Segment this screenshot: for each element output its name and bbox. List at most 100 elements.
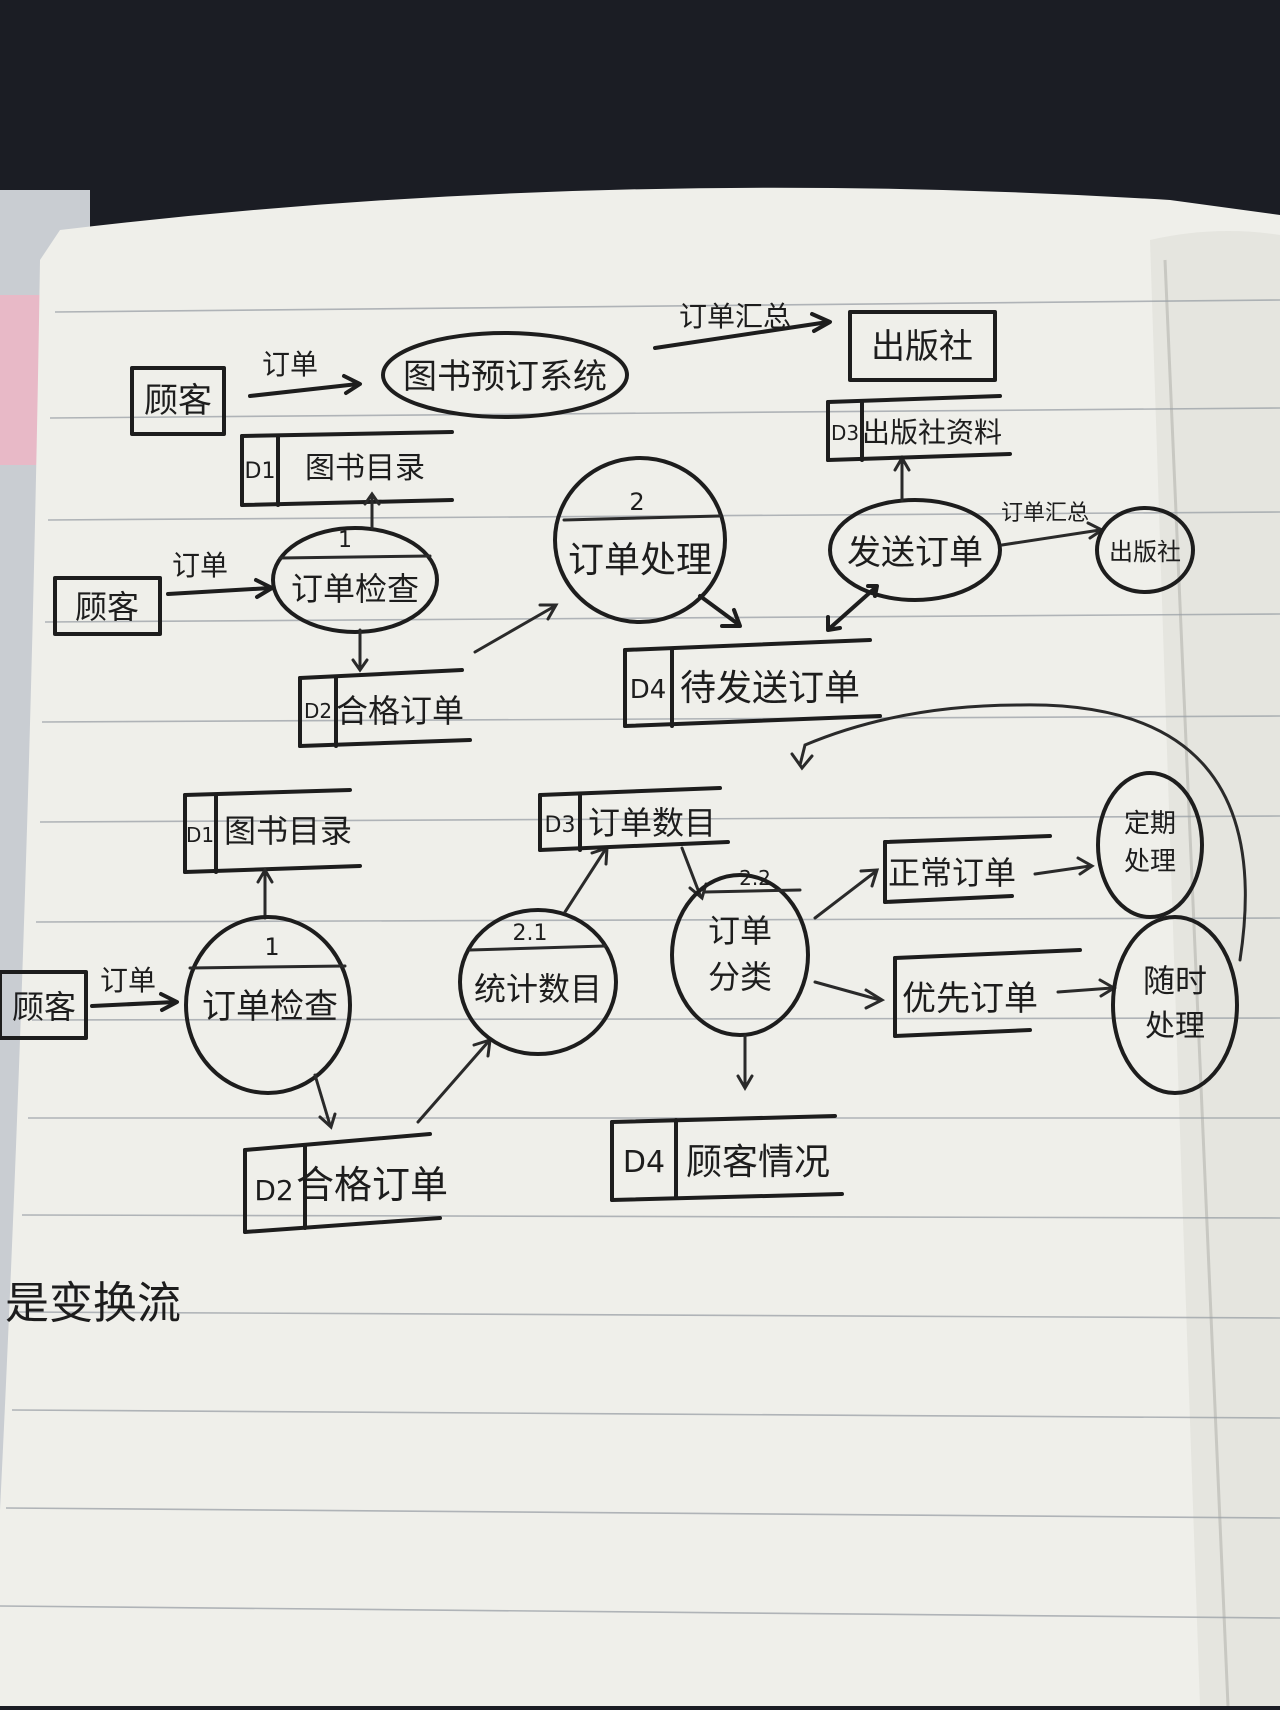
store-d3-id: D3 bbox=[831, 421, 859, 445]
process-order-handling-label: 订单处理 bbox=[568, 540, 712, 581]
normal-order-top-line bbox=[883, 834, 1052, 844]
store-d4-l2-label: 顾客情况 bbox=[686, 1142, 830, 1183]
process-count-items-number: 2.1 bbox=[513, 921, 548, 946]
process-order-check-level2-label: 订单检查 bbox=[202, 987, 338, 1027]
flow-order-level1-label: 订单 bbox=[172, 549, 228, 582]
process-order-classify-number: 2.2 bbox=[739, 866, 771, 890]
flow-normal-to-regular bbox=[1033, 864, 1092, 876]
store-d4-id: D4 bbox=[630, 675, 667, 705]
store-d4-bottom-line bbox=[623, 714, 882, 728]
flow-order-level2-label: 订单 bbox=[100, 964, 156, 997]
flow-order-level2 bbox=[90, 1000, 177, 1008]
store-d3-l2-bottom-line bbox=[538, 840, 730, 852]
flow-order-level1 bbox=[166, 586, 272, 596]
process-order-check-level1-divider bbox=[278, 554, 432, 560]
process-regular-handling-line1: 定期 bbox=[1124, 809, 1176, 839]
flow-send-to-publisher bbox=[1000, 528, 1102, 547]
process-order-handling bbox=[553, 456, 727, 624]
process-anytime-handling bbox=[1111, 915, 1239, 1095]
store-d3-label: 出版社资料 bbox=[862, 416, 1002, 449]
context-diagram: 顾客 订单 图书预订系统 订单汇总 出版社 bbox=[130, 300, 997, 436]
process-send-order bbox=[828, 498, 1002, 602]
store-d4-top-line bbox=[623, 638, 872, 652]
arrowhead bbox=[720, 608, 742, 628]
process-order-check-level1-label: 订单检查 bbox=[291, 570, 419, 608]
pink-book-edge bbox=[0, 295, 40, 465]
arrowhead bbox=[736, 1074, 754, 1091]
process-order-check-level1-number: 1 bbox=[338, 528, 352, 553]
notebook-spine-crease bbox=[1163, 259, 1230, 1707]
process-count-items bbox=[458, 908, 618, 1056]
flow-priority-to-anytime bbox=[1056, 986, 1114, 994]
process-anytime-handling-line2: 处理 bbox=[1145, 1009, 1205, 1044]
store-d4-l2-id: D4 bbox=[623, 1145, 665, 1180]
store-d3-bottom-line bbox=[826, 452, 1012, 462]
process-send-order-label: 发送订单 bbox=[847, 533, 983, 573]
arrowhead bbox=[538, 603, 559, 621]
process-regular-handling bbox=[1096, 771, 1204, 919]
flow-handle-to-d4 bbox=[698, 594, 740, 626]
arrowhead bbox=[256, 867, 274, 884]
process-order-classify-label-line1: 订单 bbox=[708, 912, 772, 950]
process-order-check-level1 bbox=[271, 526, 439, 634]
arrowhead bbox=[159, 992, 179, 1012]
notebook-page bbox=[0, 187, 1280, 1706]
priority-order-label: 优先订单 bbox=[902, 979, 1038, 1019]
process-order-classify-label-line2: 分类 bbox=[708, 958, 772, 996]
entity-publisher-top-label: 出版社 bbox=[871, 327, 973, 367]
store-d3-l2-id: D3 bbox=[545, 813, 576, 838]
arrowhead bbox=[826, 615, 842, 632]
process-order-handling-divider bbox=[562, 514, 722, 522]
store-d1-label: 图书目录 bbox=[305, 451, 425, 486]
entity-publisher-level1 bbox=[1095, 506, 1195, 594]
flow-return-to-pending bbox=[798, 703, 1247, 962]
flow-d3-to-classify bbox=[680, 846, 702, 897]
process-order-check-level2-divider bbox=[188, 964, 347, 970]
arrowhead bbox=[318, 1112, 337, 1130]
footnote-transform-flow: 是变换流 bbox=[5, 1278, 181, 1329]
flow-d2-to-handle bbox=[473, 604, 557, 654]
store-d1-l2-id: D1 bbox=[186, 823, 214, 847]
process-regular-handling-line2: 处理 bbox=[1124, 847, 1176, 877]
process-count-items-divider bbox=[468, 944, 607, 952]
process-order-check-level2-number: 1 bbox=[264, 933, 279, 961]
flow-send-to-publisher-label: 订单汇总 bbox=[1001, 501, 1089, 526]
store-d2-id: D2 bbox=[304, 699, 332, 723]
entity-customer-level1-label: 顾客 bbox=[75, 588, 139, 626]
flow-count-to-d3 bbox=[563, 848, 607, 914]
entity-customer-level1 bbox=[53, 576, 162, 636]
process-order-handling-number: 2 bbox=[629, 488, 644, 516]
flow-order-top bbox=[248, 382, 360, 398]
store-d2-top-line bbox=[298, 668, 464, 680]
entity-customer-top bbox=[130, 366, 226, 436]
flow-classify-to-normal bbox=[813, 870, 877, 920]
arrowhead bbox=[342, 374, 362, 395]
store-d1-l2-top-line bbox=[183, 788, 352, 797]
store-d2-bottom-line bbox=[298, 738, 472, 748]
store-d2-l2-id: D2 bbox=[254, 1174, 293, 1207]
process-anytime-handling-line1: 随时 bbox=[1143, 962, 1207, 1000]
notebook-next-page bbox=[1150, 231, 1280, 1706]
flow-check-l2-to-d2 bbox=[313, 1073, 332, 1127]
process-order-classify bbox=[670, 873, 810, 1037]
flow-summary-top bbox=[653, 320, 830, 350]
priority-order-top-line bbox=[893, 948, 1082, 960]
flow-summary-top-label: 订单汇总 bbox=[679, 300, 791, 333]
flow-d4-send-bidirectional bbox=[828, 586, 877, 630]
flow-d2-to-count bbox=[416, 1040, 490, 1124]
priority-order-bottom-line bbox=[893, 1028, 1032, 1038]
entity-customer-level2 bbox=[0, 970, 88, 1040]
normal-order-label: 正常订单 bbox=[888, 854, 1016, 892]
process-order-check-level2 bbox=[184, 915, 352, 1095]
process-book-ordering-system-label: 图书预订系统 bbox=[403, 357, 607, 397]
store-d4-l2-bottom-line bbox=[610, 1192, 844, 1202]
arrowhead bbox=[864, 988, 886, 1010]
level1-diagram: D1 图书目录 顾客 订单 1 订单检查 D2 合格订单 2 订单处理 bbox=[53, 394, 1195, 748]
process-count-items-label: 统计数目 bbox=[474, 970, 602, 1008]
arrowhead bbox=[866, 584, 879, 598]
arrowhead bbox=[790, 752, 814, 771]
arrowhead bbox=[859, 868, 880, 888]
entity-publisher-level1-label: 出版社 bbox=[1109, 538, 1181, 566]
store-d4-l2-top-line bbox=[610, 1114, 837, 1124]
